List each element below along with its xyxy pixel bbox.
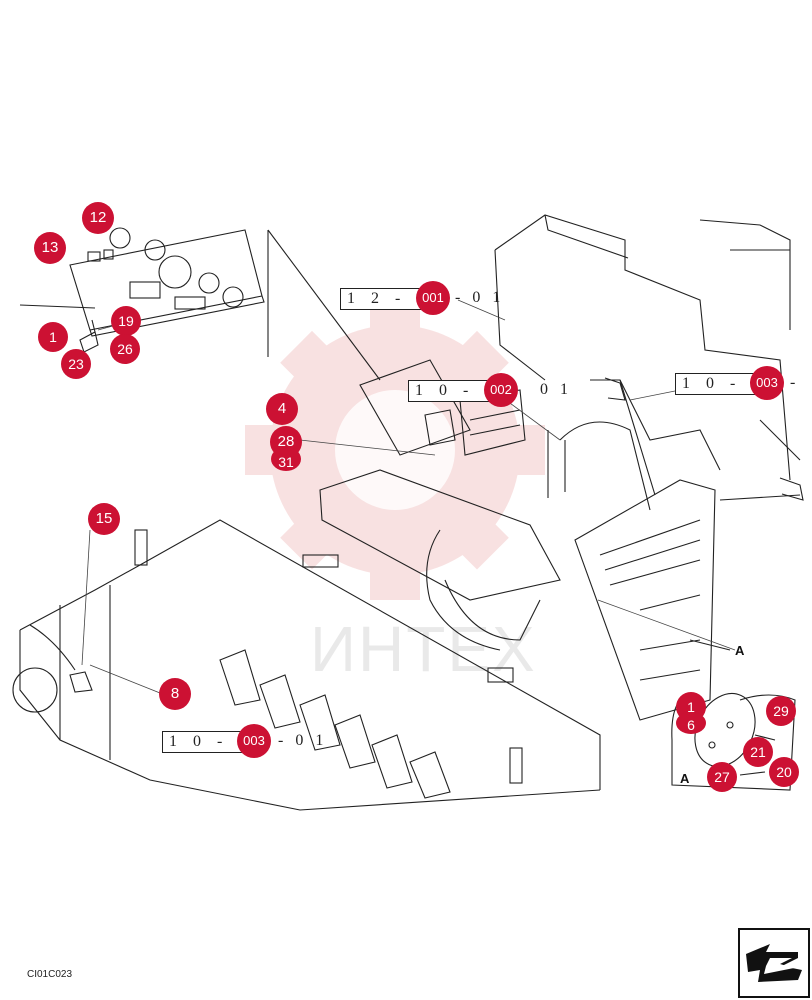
ref-prefix: 1 2 - 0: [347, 290, 431, 307]
callout-31[interactable]: 31: [271, 447, 301, 471]
arrow-navigation-icon: [746, 944, 802, 982]
ref-prefix: 1 0 - 0: [415, 382, 499, 399]
callout-1[interactable]: 1: [38, 322, 68, 352]
ref-number-badge[interactable]: 003: [237, 724, 271, 758]
ref-suffix: - 0 1: [455, 289, 505, 306]
callout-26[interactable]: 26: [110, 334, 140, 364]
callout-20[interactable]: 20: [769, 757, 799, 787]
ref-number-badge[interactable]: 001: [416, 281, 450, 315]
ref-suffix: 0 1: [540, 381, 572, 398]
ref-box-1[interactable]: 1 2 - 0: [340, 288, 434, 310]
callout-8[interactable]: 8: [159, 678, 191, 710]
navigation-button[interactable]: [738, 928, 810, 998]
callout-6[interactable]: 6: [676, 712, 706, 734]
detail-a-pointer-label: A: [735, 643, 745, 658]
callout-4[interactable]: 4: [266, 393, 298, 425]
ref-box-4[interactable]: 1 0 - 0: [162, 731, 256, 753]
callout-19[interactable]: 19: [111, 306, 141, 336]
ref-prefix: 1 0 - 0: [169, 733, 253, 750]
callout-23[interactable]: 23: [61, 349, 91, 379]
callout-27[interactable]: 27: [707, 762, 737, 792]
ref-number-badge[interactable]: 003: [750, 366, 784, 400]
callout-13[interactable]: 13: [34, 232, 66, 264]
ref-suffix: -: [790, 374, 800, 391]
callout-15[interactable]: 15: [88, 503, 120, 535]
callout-21[interactable]: 21: [743, 737, 773, 767]
ref-prefix: 1 0 - 0: [682, 375, 766, 392]
callout-29[interactable]: 29: [766, 696, 796, 726]
ref-suffix: - 0 1: [278, 732, 328, 749]
ref-number-badge[interactable]: 002: [484, 373, 518, 407]
ref-box-3[interactable]: 1 0 - 0: [675, 373, 769, 395]
callout-12[interactable]: 12: [82, 202, 114, 234]
drawing-code: CI01C023: [27, 969, 73, 980]
detail-a-title: A: [680, 771, 690, 786]
